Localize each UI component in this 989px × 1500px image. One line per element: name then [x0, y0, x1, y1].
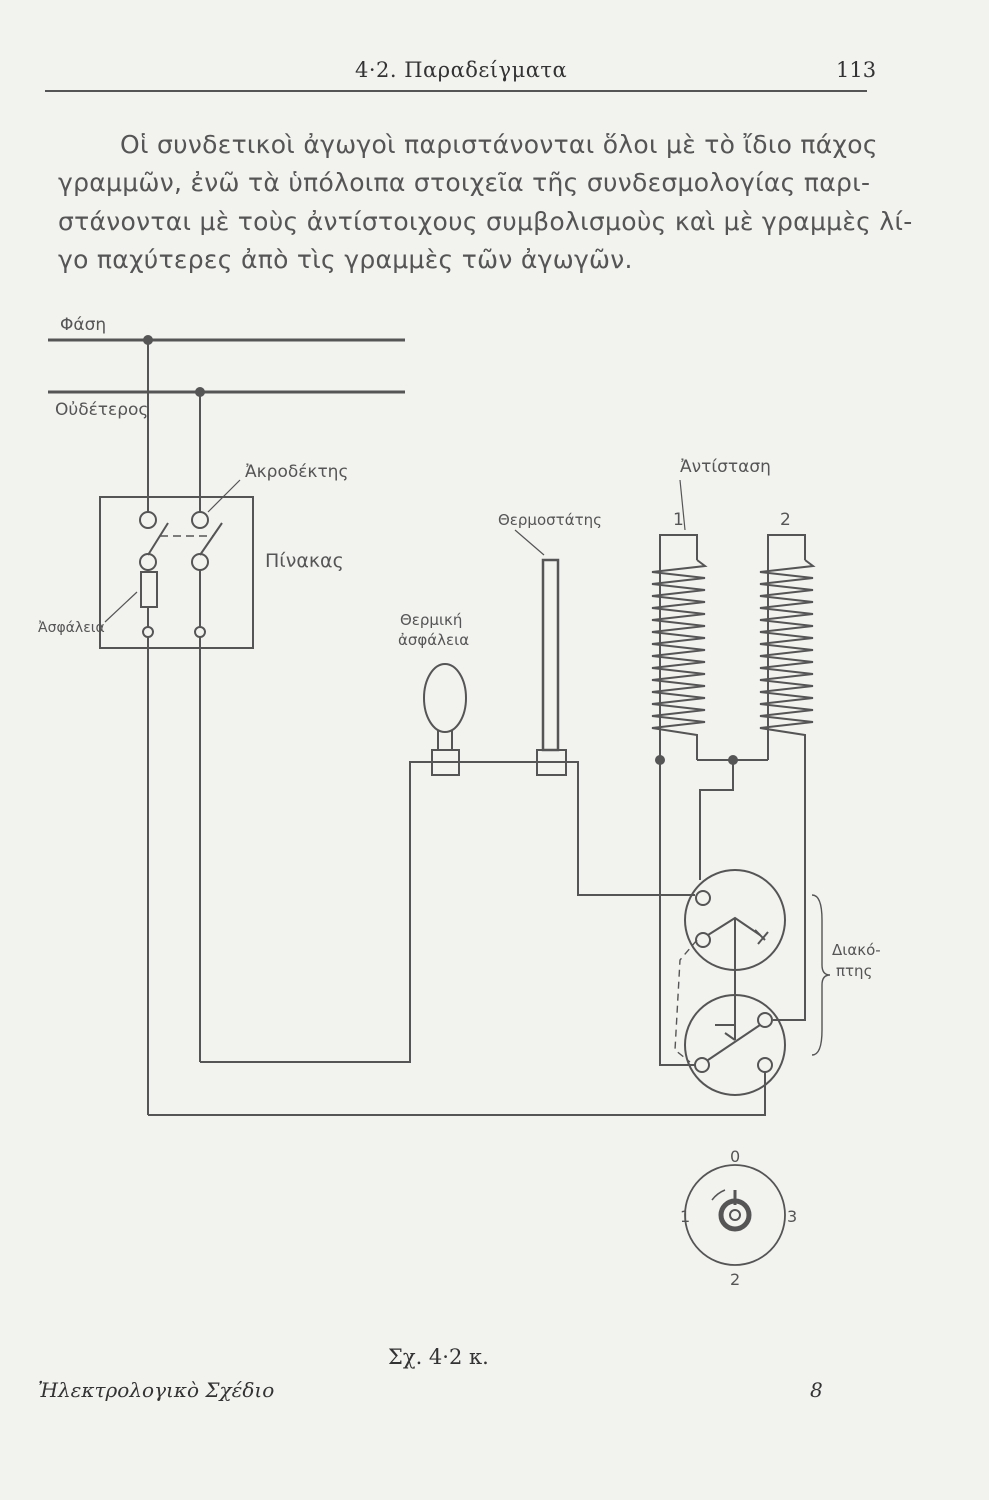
figure-caption: Σχ. 4·2 κ. — [388, 1345, 489, 1369]
footer-signature: 8 — [810, 1378, 823, 1402]
resistance-label: Ἀντίσταση — [680, 457, 771, 477]
thermal-fuse-label: Θερμική — [400, 611, 462, 629]
page-number: 113 — [836, 58, 877, 82]
resistor-1-label: 1 — [673, 510, 684, 530]
paragraph-line: γο παχύτερες ἀπὸ τὶς γραμμὲς τῶν ἀγωγῶν. — [58, 245, 633, 274]
thermostat — [536, 558, 567, 776]
thermostat-label: Θερμοστάτης — [498, 511, 602, 529]
fuse-symbol — [140, 571, 158, 608]
knob-position-3: 3 — [787, 1207, 797, 1226]
brace — [811, 894, 831, 1056]
terminal-label: Ἀκροδέκτης — [245, 462, 348, 482]
running-header-title: 4·2. Παραδείγματα — [355, 58, 568, 82]
paragraph-line: Οἱ συνδετικοὶ ἀγωγοὶ παριστάνονται ὅλοι … — [120, 130, 878, 159]
arrow-icon — [207, 479, 241, 513]
panel — [99, 340, 254, 649]
footer-book-title: Ἠλεκτρολογικὸ Σχέδιο — [38, 1378, 275, 1402]
resistor-2 — [759, 534, 816, 760]
thermal-fuse-label: ἀσφάλεια — [398, 631, 469, 649]
knob-position-2: 2 — [730, 1270, 740, 1289]
switch-label: πτης — [836, 962, 872, 980]
arrow-icon — [104, 591, 138, 623]
paragraph-line: στάνονται μὲ τοὺς ἀντίστοιχους συμβολισμ… — [58, 207, 913, 236]
resistor-1 — [651, 534, 708, 760]
switch-label: Διακό- — [832, 941, 881, 959]
knob-position-0: 0 — [730, 1147, 740, 1166]
paragraph-line: γραμμῶν, ἐνῶ τὰ ὑπόλοιπα στοιχεῖα τῆς συ… — [58, 168, 871, 197]
switch-knob — [684, 1164, 786, 1266]
header-rule — [45, 90, 867, 92]
rotation-arrow-icon — [711, 1189, 726, 1201]
neutral-label: Οὐδέτερος — [55, 400, 148, 420]
knob-position-1: 1 — [680, 1207, 690, 1226]
thermal-fuse — [423, 663, 467, 776]
phase-label: Φάση — [60, 315, 106, 335]
rotary-switch — [674, 869, 786, 1096]
panel-label: Πίνακας — [265, 550, 344, 572]
arrow-icon — [514, 529, 545, 556]
resistor-2-label: 2 — [780, 510, 791, 530]
fuse-label: Ἀσφάλεια — [38, 620, 105, 636]
arrow-icon — [679, 479, 686, 531]
